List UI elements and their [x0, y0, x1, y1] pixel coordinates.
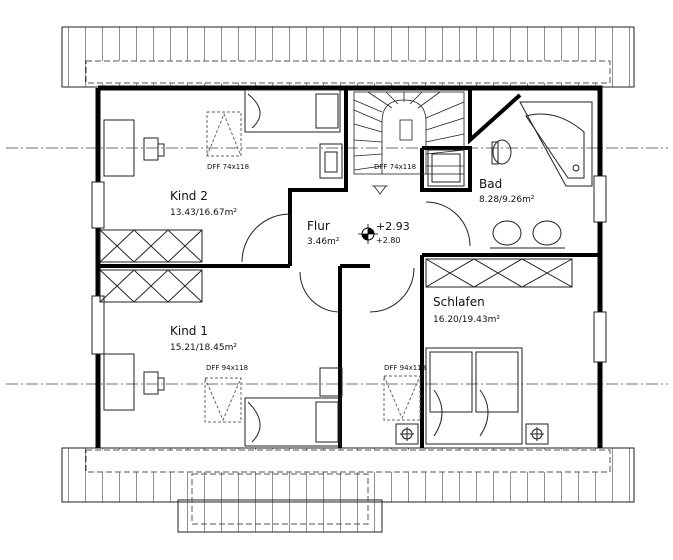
level-sub: +2.80	[376, 236, 401, 245]
room-name-schlafen: Schlafen	[433, 295, 485, 309]
kind1-furniture	[99, 269, 343, 447]
window-label-schlafen: DFF 94x118	[384, 364, 426, 372]
room-area-kind2: 13.43/16.67m²	[170, 208, 237, 218]
side-windows	[91, 175, 607, 363]
level-marker	[358, 224, 378, 244]
level-main: +2.93	[376, 220, 410, 233]
room-area-kind1: 15.21/18.45m²	[170, 343, 237, 353]
window-label-kind1: DFF 94x118	[206, 364, 248, 372]
room-area-schlafen: 16.20/19.43m²	[433, 315, 500, 325]
kind2-furniture	[99, 89, 343, 263]
door-swings	[241, 201, 471, 313]
room-name-flur: Flur	[307, 219, 330, 233]
window-label-stair: DFF 74x118	[374, 163, 416, 171]
room-name-kind1: Kind 1	[170, 324, 208, 338]
room-area-bad: 8.28/9.26m²	[479, 195, 535, 205]
bad-fixtures	[427, 101, 593, 249]
axis-lines	[6, 147, 668, 385]
interior-walls	[98, 88, 600, 448]
window-label-kind2: DFF 74x118	[207, 163, 249, 171]
roof-bottom	[61, 447, 635, 533]
room-name-bad: Bad	[479, 177, 502, 191]
schlafen-furniture	[383, 258, 573, 445]
room-area-flur: 3.46m²	[307, 237, 340, 247]
room-name-kind2: Kind 2	[170, 189, 208, 203]
staircase	[353, 91, 465, 195]
roof-top	[61, 26, 635, 88]
